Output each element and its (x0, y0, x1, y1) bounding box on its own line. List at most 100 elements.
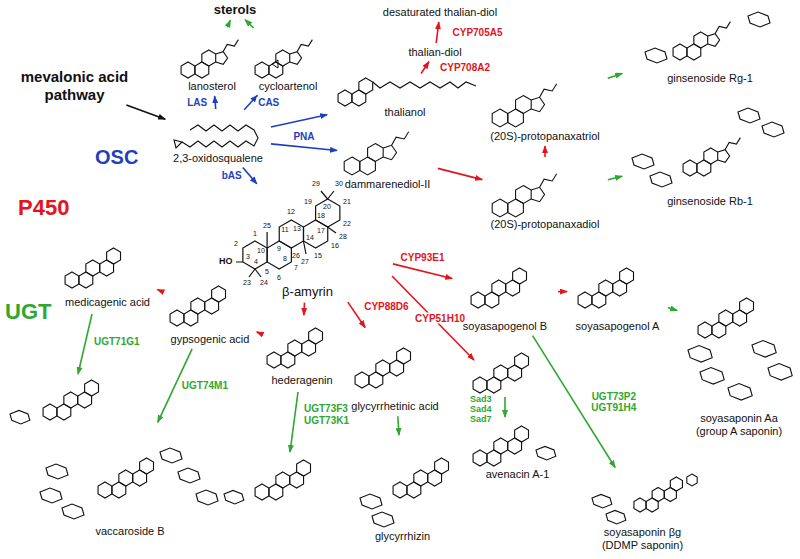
compound-node: ginsenoside Rb-1 (625, 100, 795, 208)
epoxide-ring (174, 140, 182, 148)
compound-node: sterols (205, 2, 265, 18)
carbon-number: 16 (331, 242, 339, 250)
enzyme-label: CYP93E1 (399, 252, 447, 264)
compound-name: vaccaroside B (95, 525, 164, 538)
carbon-number: 9 (277, 245, 281, 253)
ginsenoside-structure (673, 22, 730, 60)
enzyme-label: UGT74M1 (180, 380, 230, 392)
sugar-ring (650, 172, 672, 187)
enzyme-label: UGT73P2 UGT91H4 (584, 390, 644, 413)
enzyme-label: LAS (185, 97, 209, 109)
thalianol-structure (338, 78, 373, 106)
carbon-number: 29 (312, 180, 320, 188)
reaction-arrow (271, 115, 327, 127)
enzyme-label: Sad4 (470, 405, 492, 415)
enzyme-label: Sad3 (470, 395, 492, 405)
sugar-ring (748, 12, 770, 27)
compound-name: cycloartenol (259, 80, 318, 93)
compound-name: avenacin A-1 (486, 468, 550, 481)
compound-name: lanosterol (188, 80, 236, 93)
reaction-arrow (158, 290, 163, 292)
reaction-arrow (271, 144, 337, 151)
dammarenediol-structure (344, 132, 408, 175)
compound-name: glycyrrhizin (375, 530, 430, 543)
enzyme-label: bAS (220, 170, 244, 182)
compound-node: dammarenediol-II (340, 120, 435, 191)
compound-name: dammarenediol-II (345, 178, 431, 191)
sugar-ring (224, 490, 244, 504)
reaction-arrow (393, 264, 452, 279)
enzyme-label: CAS (256, 97, 281, 109)
sugar-ring (738, 108, 760, 123)
enzyme-label: CYP88D6 (362, 301, 410, 313)
carbon-number: 21 (343, 198, 351, 206)
compound-name: thalianol (385, 106, 426, 119)
compound-node: soyasapogenol A (570, 250, 665, 333)
sugar-ring (160, 448, 182, 463)
carbon-number: 30 (335, 180, 343, 188)
hydroxyl-label: HO (219, 257, 233, 267)
reaction-arrow (421, 62, 429, 74)
ddmp-ring (687, 474, 697, 486)
saponin-structure (698, 298, 753, 338)
carbon-number: 20 (323, 203, 331, 211)
sugar-ring (592, 494, 612, 508)
oxidosqualene-chain (182, 125, 258, 147)
enzyme-label: CYP705A5 (450, 27, 504, 39)
sugar-ring (360, 494, 382, 509)
compound-node: avenacin A-1 (460, 420, 575, 481)
compound-name: thalian-diol (408, 46, 461, 59)
compound-node: ginsenoside Rg-1 (625, 2, 795, 85)
carbon-number: 7 (294, 264, 298, 272)
compound-node: cycloartenol (252, 30, 324, 93)
reaction-arrow (78, 314, 92, 374)
sugar-ring (606, 510, 626, 524)
sugar-ring (196, 490, 218, 505)
compound-name: soyasaponin βg (DDMP saponin) (593, 526, 693, 552)
carbon-number: 17 (317, 227, 325, 235)
glycyrrhetinic-structure (355, 348, 410, 388)
sugar-ring (632, 154, 654, 169)
reaction-arrow (558, 291, 567, 293)
enzyme-label: PNA (291, 131, 316, 143)
sugar-ring (10, 410, 30, 424)
compound-name: β-amyrin (282, 284, 333, 300)
methyl-bonds (236, 191, 336, 277)
compound-node: thalian-diol (400, 46, 470, 59)
compound-node: glycyrrhizin (355, 438, 450, 543)
compound-name: sterols (214, 2, 257, 18)
compound-name: (20S)-protopanaxadiol (491, 218, 600, 231)
saponin-structure (634, 477, 682, 512)
carbon-number: 11 (281, 226, 288, 234)
enzyme-label: UGT73F3 (304, 403, 348, 414)
cycloartenol-structure (255, 40, 312, 78)
carbon-number: 26 (292, 252, 300, 260)
sugar-ring (40, 488, 62, 503)
glycoside-structure (255, 460, 310, 500)
carbon-number: 19 (304, 198, 312, 206)
carbon-number: 27 (301, 258, 309, 266)
carbon-number: 5 (265, 268, 269, 276)
group-heading: OSC (95, 146, 138, 168)
cyclopropane-ring (272, 60, 278, 68)
glycyrrhizin-structure (393, 458, 448, 498)
soyasapogenol-structure (471, 268, 526, 308)
sugar-ring (178, 468, 200, 483)
sugar-ring (752, 341, 776, 358)
carbon-number: 6 (277, 274, 281, 282)
carbon-number: 23 (243, 279, 251, 287)
protopanaxadiol-structure (492, 174, 556, 217)
carbon-number: 12 (287, 208, 295, 216)
compound-node: gypsogenic acid (165, 275, 255, 346)
sugar-ring (46, 464, 68, 479)
carbon-number: 1 (253, 230, 257, 238)
compound-node: soyasapogenol B (455, 250, 555, 333)
sugar-ring (762, 122, 784, 137)
reaction-arrow (398, 416, 399, 435)
compound-name: soyasaponin Aa (group A saponin) (689, 412, 789, 438)
sugar-ring (728, 384, 752, 401)
compound-name: ginsenoside Rb-1 (667, 195, 753, 208)
compound-name: soyasapogenol A (576, 320, 660, 333)
intermediate-structure (473, 353, 528, 393)
carbon-number: 22 (343, 220, 351, 228)
